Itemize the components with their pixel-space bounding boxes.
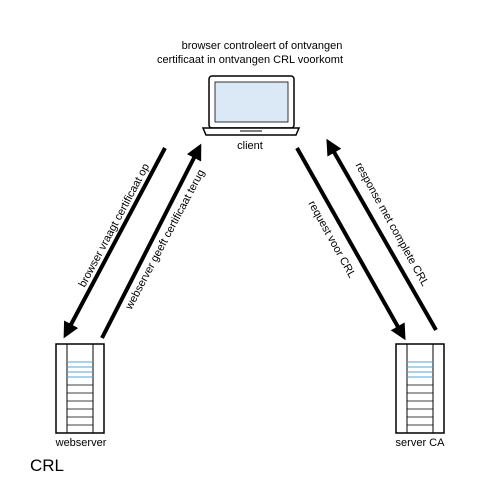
label-browser-vraagt: browser vraagt certificaat op — [77, 162, 152, 290]
server-ca-label: server CA — [396, 437, 446, 449]
arrow-browser-to-webserver — [63, 147, 167, 339]
diagram-caption: CRL — [30, 456, 65, 475]
arrow-webserver-to-browser — [100, 143, 202, 339]
arrow-response-crl — [326, 138, 438, 331]
server-ca-icon — [395, 343, 445, 434]
server-icon — [55, 343, 105, 434]
top-note-line-2: certificaat in ontvangen CRL voorkomt — [157, 54, 343, 66]
webserver-label: webserver — [55, 437, 107, 449]
arrow-request-crl — [295, 147, 406, 341]
laptop-icon — [201, 75, 301, 136]
client-label: client — [237, 140, 263, 152]
top-note-line-1: browser controleert of ontvangen — [182, 40, 343, 52]
